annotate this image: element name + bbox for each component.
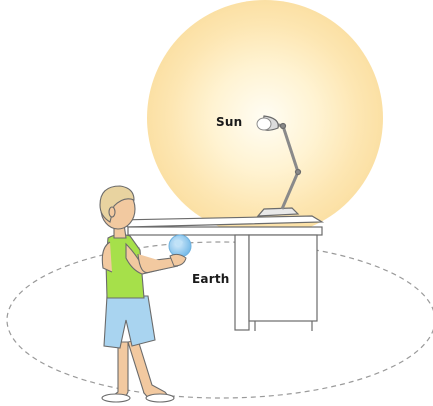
earth-label: Earth xyxy=(192,272,230,286)
earth-globe xyxy=(169,235,191,257)
lamp-bulb xyxy=(257,118,271,130)
sun-label: Sun xyxy=(216,115,242,129)
orbit-path xyxy=(7,242,433,398)
child xyxy=(100,186,178,402)
